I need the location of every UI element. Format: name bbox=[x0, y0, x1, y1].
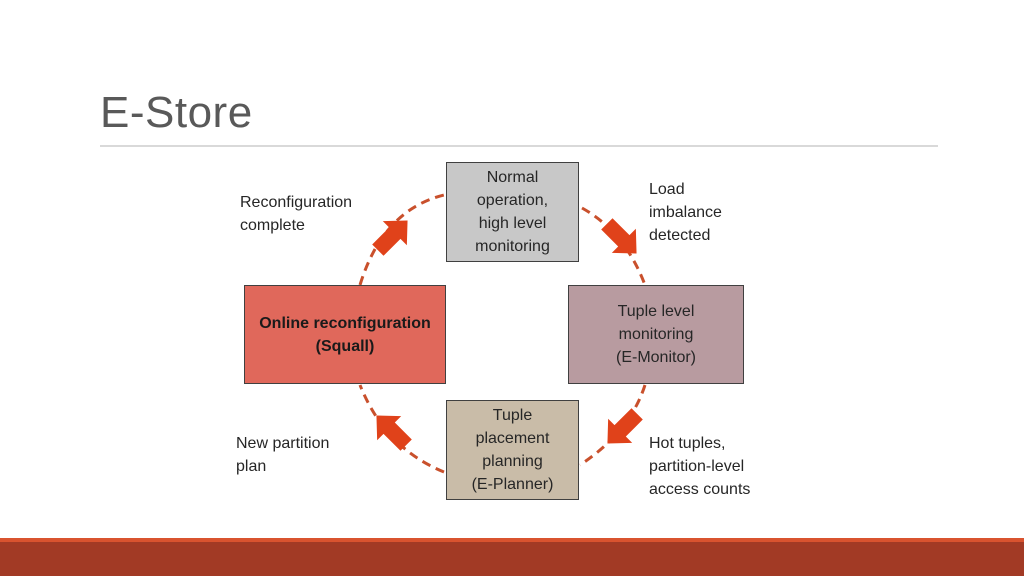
box-squall-text: Online reconfiguration (Squall) bbox=[259, 314, 431, 355]
title-divider bbox=[100, 145, 938, 147]
arrow-bottom-left bbox=[376, 415, 412, 451]
footer-band bbox=[0, 542, 1024, 576]
box-normal-operation: Normal operation, high level monitoring bbox=[446, 162, 579, 262]
box-e-planner: Tuple placement planning (E-Planner) bbox=[446, 400, 579, 500]
box-e-monitor-text: Tuple level monitoring (E-Monitor) bbox=[615, 303, 696, 366]
box-e-monitor: Tuple level monitoring (E-Monitor) bbox=[568, 285, 744, 384]
cycle-arc-bottom-left bbox=[358, 384, 445, 474]
box-normal-operation-text: Normal operation, high level monitoring bbox=[475, 169, 550, 255]
box-squall: Online reconfiguration (Squall) bbox=[244, 285, 446, 384]
label-reconfiguration-complete: Reconfiguration complete bbox=[240, 194, 353, 234]
arrow-top-right bbox=[601, 218, 637, 254]
box-e-planner-text: Tuple placement planning (E-Planner) bbox=[471, 407, 554, 493]
footer-accent-line bbox=[0, 538, 1024, 542]
arrow-top-left bbox=[372, 220, 408, 256]
label-hot-tuples: Hot tuples, partition-level access count… bbox=[649, 435, 751, 498]
slide-title: E-Store bbox=[100, 88, 253, 137]
arrow-bottom-right bbox=[607, 408, 643, 444]
label-new-partition-plan: New partition plan bbox=[236, 435, 330, 475]
label-load-imbalance: Load imbalance detected bbox=[649, 181, 722, 244]
